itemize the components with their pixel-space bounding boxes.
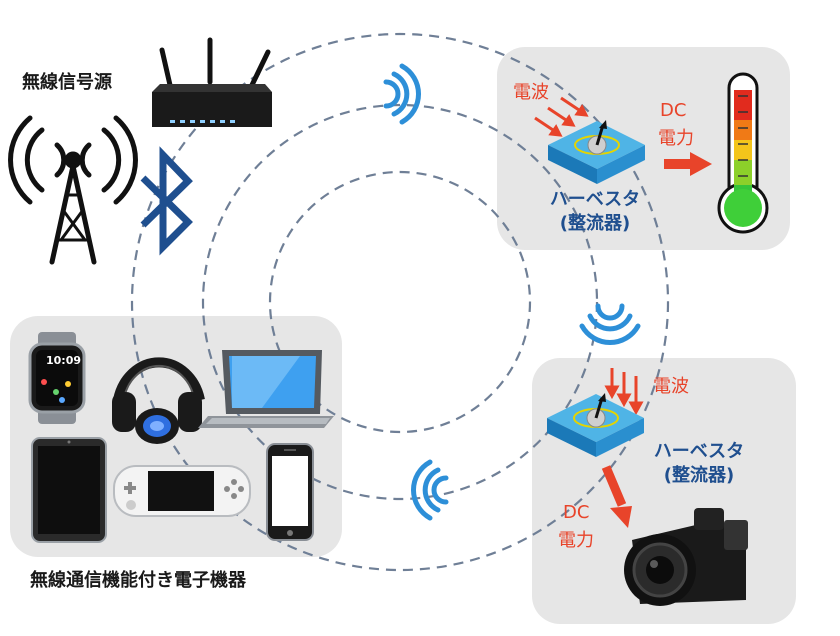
- harvester-chip-icon-bottom: [547, 393, 644, 457]
- wave-arrows-bottom: [604, 368, 644, 416]
- dc-arrow-bottom: [601, 465, 632, 528]
- cell-tower-icon: [8, 115, 138, 265]
- bluetooth-icon: [140, 146, 193, 256]
- dc-label-bottom-line1: DC: [563, 502, 590, 523]
- dc-label-bottom-line2: 電力: [558, 530, 594, 551]
- dc-label-top-line2: 電力: [658, 128, 694, 149]
- watch-time: 10:09: [46, 354, 82, 367]
- devices-label: 無線通信機能付き電子機器: [30, 570, 246, 591]
- wave-arrows-top: [534, 96, 589, 137]
- inner-ring: [268, 170, 532, 434]
- dc-label-top-line1: DC: [660, 100, 687, 121]
- source-label: 無線信号源: [22, 72, 112, 93]
- laptop-icon: [198, 350, 334, 428]
- dc-arrow-top: [664, 152, 712, 176]
- signal-rings: [130, 32, 670, 572]
- wifi-wave-icon-right: [579, 303, 641, 345]
- wave-label-top: 電波: [513, 82, 549, 103]
- harvester-label-bottom-line2: (整流器): [663, 465, 735, 486]
- smartwatch-icon: [28, 332, 86, 424]
- thermometer-icon: [717, 72, 769, 234]
- wifi-wave-icon-bottom: [411, 459, 449, 521]
- harvester-label-top-line2: (整流器): [559, 213, 631, 234]
- tablet-icon: [31, 437, 107, 543]
- router-icon: [152, 37, 272, 127]
- middle-ring: [201, 103, 599, 501]
- wave-label-bottom: 電波: [653, 376, 689, 397]
- harvester-label-bottom-line1: ハーベスタ: [653, 441, 745, 462]
- wifi-wave-icon-top: [383, 63, 421, 125]
- headphones-icon: [112, 357, 205, 444]
- outer-ring: [130, 32, 670, 572]
- harvester-label-top-line1: ハーベスタ: [549, 189, 641, 210]
- harvester-chip-icon-top: [548, 120, 645, 184]
- smartphone-icon: [266, 443, 314, 541]
- camera-icon: [624, 508, 748, 606]
- game-console-icon: [113, 465, 251, 517]
